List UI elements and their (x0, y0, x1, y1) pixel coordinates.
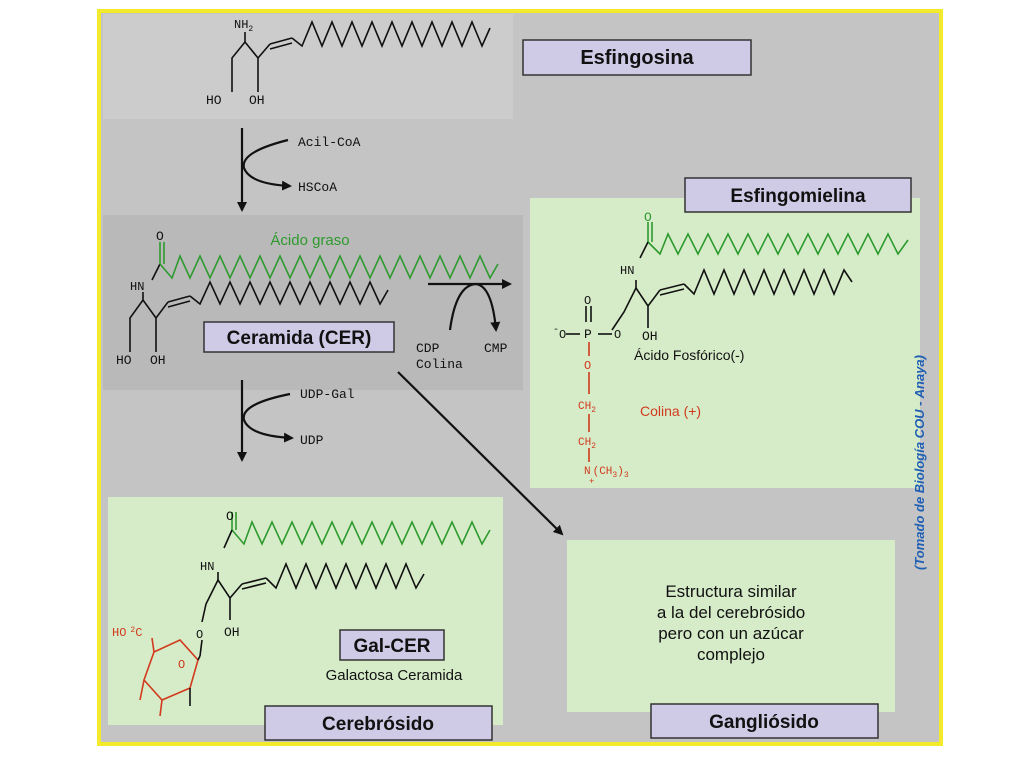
credit-text: (Tomado de Biología COU - Anaya) (912, 355, 927, 570)
hscoa-label: HSCoA (298, 180, 337, 195)
sphingosine-oh-label: OH (249, 93, 265, 108)
cdp-label: CDP (416, 341, 440, 356)
acido-graso-label: Ácido graso (270, 232, 349, 249)
choline-ch2-1: CH2 (578, 401, 596, 415)
gangliosido-panel (567, 540, 895, 712)
udpgal-curved-arrow (242, 392, 294, 443)
cerebrosido-panel (108, 497, 503, 725)
phosphate-right-o: O (614, 328, 621, 342)
esfingomielina-label-box (684, 177, 912, 213)
galcer-label: Gal-CER (353, 636, 430, 657)
galcer-label-box (339, 629, 445, 661)
acido-fosforico-label: Ácido Fosfórico(-) (634, 347, 744, 363)
sphingosine-nh2-label: NH2 (234, 18, 253, 34)
colina-reagent-label: Colina (416, 357, 463, 372)
esfingosina-label-box (522, 39, 752, 76)
choline-n-label: N(CH3)3 (584, 466, 629, 480)
ceramide-ho-label: HO (116, 353, 132, 368)
esfingosina-label: Esfingosina (580, 47, 694, 69)
sphingomyelin-hn-label: HN (620, 264, 634, 278)
gangliosido-note-line-1: Estructura similar (665, 582, 797, 601)
sphingosine-structure (231, 19, 491, 92)
gangliosido-note-line-4: complejo (697, 645, 765, 664)
sphingomyelin-oh-label: OH (642, 329, 658, 344)
galactosa-ceramida-label: Galactosa Ceramida (326, 667, 463, 684)
cerebroside-carbonyl-o: O (226, 509, 234, 524)
udp-label: UDP (300, 433, 324, 448)
ceramida-panel (103, 215, 523, 390)
phosphate-left-o: -O (553, 325, 566, 342)
ceramide-structure (129, 242, 499, 352)
cmp-label: CMP (484, 341, 508, 356)
gangliosido-note-line-3: pero con un azúcar (658, 624, 804, 643)
phosphate-top-o: O (584, 294, 591, 308)
colina-label: Colina (+) (640, 403, 701, 419)
ceramide-oh-label: OH (150, 353, 166, 368)
galactose-ring-o: O (178, 658, 185, 672)
gangliosido-note-line-2: a la del cerebrósido (657, 603, 805, 622)
esfingomielina-label: Esfingomielina (730, 186, 866, 207)
cerebrosido-label: Cerebrósido (322, 714, 434, 735)
sphingomyelin-structure (566, 222, 909, 462)
udpgal-label: UDP-Gal (300, 387, 355, 402)
ceramide-hn-label: HN (130, 280, 144, 294)
acilcoa-label: Acil-CoA (298, 135, 361, 150)
yellow-frame (97, 9, 943, 746)
cerebrosido-label-box (264, 705, 493, 741)
ceramida-label: Ceramida (CER) (227, 328, 372, 349)
choline-ch2-2: CH2 (578, 437, 596, 451)
glycosidic-o-label: O (196, 628, 203, 642)
sphingosine-ho-label: HO (206, 93, 222, 108)
ceramida-label-box (203, 321, 395, 353)
choline-o-label: O (584, 359, 591, 373)
gangliosido-label: Gangliósido (709, 712, 819, 733)
phosphorus-label: P (584, 327, 592, 342)
choline-plus-sign: + (589, 477, 594, 487)
acilcoa-curved-arrow (242, 138, 292, 191)
cdp-colina-curved-arrow (448, 282, 501, 332)
sphingomyelin-carbonyl-o: O (644, 210, 652, 225)
ceramide-carbonyl-o: O (156, 229, 164, 244)
arrow-to-gangliosido (397, 371, 564, 536)
cerebroside-oh-label: OH (224, 625, 240, 640)
cerebroside-hn-label: HN (200, 560, 214, 574)
gangliosido-label-box (650, 703, 879, 739)
cerebroside-structure (139, 512, 491, 717)
